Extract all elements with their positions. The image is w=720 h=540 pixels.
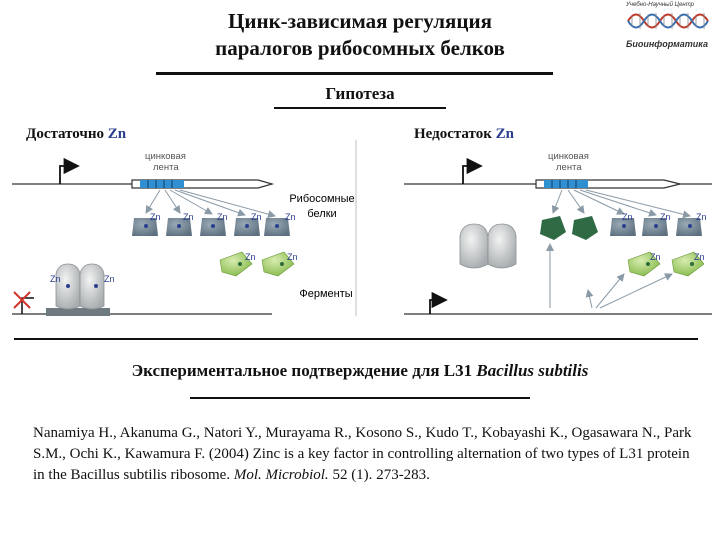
right-promoter-arrow [462, 157, 483, 184]
zn-tag: Zn [287, 252, 298, 262]
right-zinc-ribbon [544, 180, 588, 188]
zinc-free-protein [572, 216, 598, 240]
left-panel-label: Достаточно Zn [26, 126, 126, 143]
title-line-2: паралогов рибосомных белков [215, 36, 505, 60]
zinc-free-protein [540, 216, 566, 240]
hypothesis-underline [274, 107, 446, 109]
left-ribbon-label-1: цинковая [145, 151, 186, 162]
enzyme [261, 251, 295, 277]
left-label-prefix: Достаточно [26, 126, 108, 142]
zn-tag: Zn [285, 212, 296, 222]
title-underline [156, 72, 553, 75]
dna-helix-icon [627, 13, 709, 29]
right-label-prefix: Недостаток [414, 126, 496, 142]
zn-tag: Zn [251, 212, 262, 222]
ribosomal-proteins-label-2: белки [307, 208, 336, 220]
left-ribosomal-proteins: Zn Zn Zn Zn Zn [132, 212, 296, 236]
hypothesis-diagram: цинковая лента Zn Zn Zn Zn Zn [12, 140, 712, 316]
right-ribbon-label-2: лента [556, 162, 582, 173]
left-repressed-promoter [21, 297, 34, 314]
left-enzymes: Zn Zn [219, 251, 298, 277]
reference-volume: 52 (1). [328, 467, 373, 483]
zn-tag: Zn [150, 212, 161, 222]
experimental-prefix: Экспериментальное подтверждение для L31 [131, 361, 477, 380]
enzyme [671, 251, 705, 277]
logo: Учебно-Научный Центр Биоинформатика [626, 2, 716, 58]
logo-name: Биоинформатика [626, 39, 708, 49]
right-ribbon-label-1: цинковая [548, 151, 589, 162]
page-title: Цинк-зависимая регуляция паралогов рибос… [0, 8, 720, 62]
enzyme [219, 251, 253, 277]
reference-title: Zinc is a key factor in controlling alte… [33, 446, 690, 483]
ribosomal-proteins-label-1: Рибосомные [289, 193, 354, 205]
hypothesis-heading: Гипотеза [325, 84, 395, 103]
reference-authors: Nanamiya H., Akanuma G., Natori Y., Mura… [33, 425, 692, 462]
reference-citation: Nanamiya H., Akanuma G., Natori Y., Mura… [33, 423, 693, 486]
left-ribbon-label-2: лента [153, 162, 179, 173]
reference-journal: Mol. Microbiol. [233, 467, 329, 483]
zn-tag: Zn [50, 274, 61, 284]
zn-tag: Zn [694, 252, 705, 262]
right-ribosomal-proteins: Zn Zn Zn [610, 212, 707, 236]
logo-top-text: Учебно-Научный Центр [626, 2, 694, 8]
experimental-heading: Экспериментальное подтверждение для L31 … [0, 361, 720, 381]
zn-tag: Zn [650, 252, 661, 262]
zn-tag: Zn [622, 212, 633, 222]
right-panel: цинковая лента Zn Zn Zn [404, 151, 712, 315]
experimental-underline [190, 397, 530, 399]
zn-tag: Zn [183, 212, 194, 222]
right-active-promoter [429, 291, 448, 314]
left-operator-box [46, 308, 110, 316]
experimental-species: Bacillus subtilis [476, 361, 589, 380]
zn-tag: Zn [104, 274, 115, 284]
right-ribosome [459, 223, 517, 269]
left-label-zn: Zn [107, 126, 127, 142]
enzymes-label: Ферменты [299, 288, 352, 300]
enzyme [627, 251, 661, 277]
left-promoter-arrow [59, 157, 80, 184]
title-line-1: Цинк-зависимая регуляция [228, 9, 492, 33]
section-divider [14, 338, 698, 340]
reference-pages: 273-283. [372, 467, 430, 483]
left-ribosome: Zn Zn [50, 263, 115, 310]
right-alt-proteins [540, 216, 598, 240]
right-label-zn: Zn [495, 126, 514, 142]
zn-tag: Zn [660, 212, 671, 222]
zn-tag: Zn [696, 212, 707, 222]
left-panel: цинковая лента Zn Zn Zn Zn Zn [12, 151, 298, 316]
right-panel-label: Недостаток Zn [414, 126, 514, 143]
zn-tag: Zn [217, 212, 228, 222]
repression-cross-icon [13, 291, 31, 309]
zn-tag: Zn [245, 252, 256, 262]
left-zinc-ribbon [140, 180, 184, 188]
right-enzymes: Zn Zn [627, 251, 705, 277]
